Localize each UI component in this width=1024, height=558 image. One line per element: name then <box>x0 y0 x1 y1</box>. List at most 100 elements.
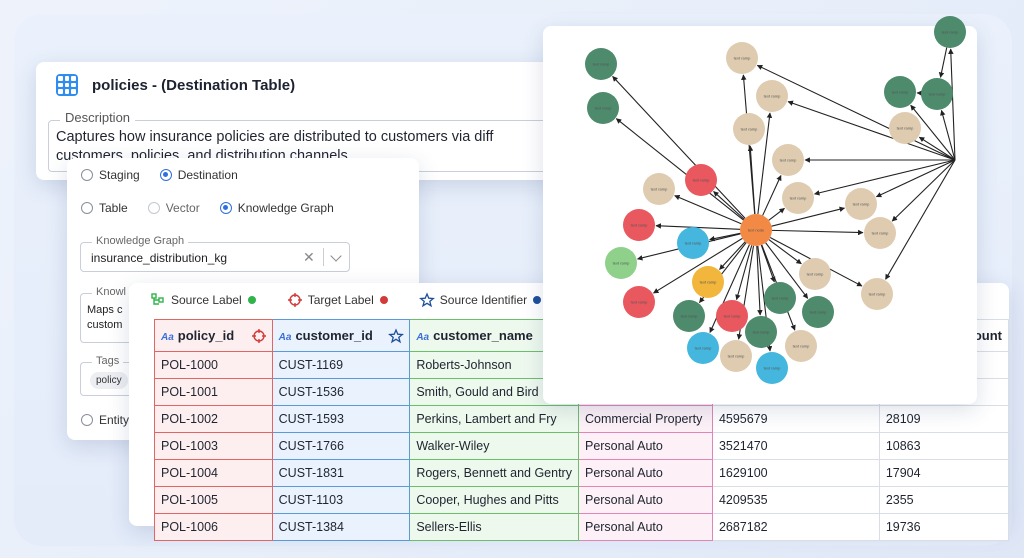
graph-node-circle <box>677 227 709 259</box>
graph-node[interactable]: text ramp <box>921 78 953 110</box>
graph-node[interactable]: text ramp <box>884 76 916 108</box>
graph-node-circle <box>785 330 817 362</box>
graph-node[interactable]: text ramp <box>623 286 655 318</box>
graph-node[interactable]: text ramp <box>756 352 788 384</box>
graph-node[interactable]: text ramp <box>643 173 675 205</box>
graph-node[interactable]: text ramp <box>726 42 758 74</box>
graph-node[interactable]: text ramp <box>687 332 719 364</box>
graph-edge <box>756 245 763 316</box>
radio-table[interactable]: Table <box>81 201 128 215</box>
radio-destination[interactable]: Destination <box>159 168 238 182</box>
value-cell[interactable]: 3521470 <box>711 432 880 460</box>
channel-cell[interactable]: Commercial Property <box>577 405 713 433</box>
legend-target-label[interactable]: Target Label <box>287 293 388 307</box>
graph-node[interactable]: text ramp <box>845 188 877 220</box>
graph-node[interactable]: text ramp <box>864 217 896 249</box>
policy-id-cell[interactable]: POL-1003 <box>154 432 273 460</box>
graph-node[interactable]: text ramp <box>785 330 817 362</box>
amount-cell[interactable]: 17904 <box>878 459 1010 487</box>
graph-node[interactable]: text ramp <box>772 144 804 176</box>
radio-vector[interactable]: Vector <box>147 201 200 215</box>
customer-id-cell[interactable]: CUST-1169 <box>271 351 411 379</box>
radio-icon <box>159 169 172 181</box>
amount-cell[interactable]: 10863 <box>878 432 1010 460</box>
knowledge-graph-select[interactable] <box>80 242 350 272</box>
graph-node[interactable]: text ramp <box>764 282 796 314</box>
radio-knowledge-graph[interactable]: Knowledge Graph <box>219 201 334 215</box>
policy-id-cell[interactable]: POL-1001 <box>154 378 273 406</box>
customer-name-cell[interactable]: Rogers, Bennett and Gentry <box>409 459 579 487</box>
policy-id-cell[interactable]: POL-1006 <box>154 513 273 541</box>
radio-label: Knowledge Graph <box>237 201 334 215</box>
graph-node[interactable]: text ramp <box>673 300 705 332</box>
channel-cell[interactable]: Personal Auto <box>577 432 713 460</box>
radio-staging[interactable]: Staging <box>81 168 140 182</box>
graph-node[interactable]: text ramp <box>756 80 788 112</box>
customer-id-cell[interactable]: CUST-1593 <box>271 405 411 433</box>
customer-name-cell[interactable]: Perkins, Lambert and Fry <box>409 405 579 433</box>
graph-node[interactable]: text ramp <box>716 300 748 332</box>
graph-node[interactable]: text ramp <box>799 258 831 290</box>
graph-node[interactable]: text ramp <box>685 164 717 196</box>
graph-node[interactable]: text ramp <box>605 247 637 279</box>
graph-node-label: text ramp <box>790 196 807 201</box>
amount-cell[interactable]: 2355 <box>878 486 1010 514</box>
customer-name-cell[interactable]: Cooper, Hughes and Pitts <box>409 486 579 514</box>
legend-source-identifier[interactable]: Source Identifier <box>418 292 542 308</box>
graph-node[interactable]: text ramp <box>745 316 777 348</box>
channel-cell[interactable]: Personal Auto <box>577 459 713 487</box>
graph-node-circle <box>864 217 896 249</box>
graph-node[interactable]: text ramp <box>889 112 921 144</box>
customer-id-cell[interactable]: CUST-1536 <box>271 378 411 406</box>
graph-node[interactable]: text ramp <box>623 209 655 241</box>
value-cell[interactable]: 4595679 <box>711 405 880 433</box>
graph-node[interactable]: text ramp <box>934 16 966 48</box>
customer-name-cell[interactable]: Walker-Wiley <box>409 432 579 460</box>
graph-node-label: text ramp <box>593 62 610 67</box>
policy-id-cell[interactable]: POL-1004 <box>154 459 273 487</box>
graph-node-circle <box>740 214 772 246</box>
amount-cell[interactable]: 19736 <box>878 513 1010 541</box>
customer-id-cell[interactable]: CUST-1103 <box>271 486 411 514</box>
customer-id-cell[interactable]: CUST-1384 <box>271 513 411 541</box>
graph-node[interactable]: text ramp <box>677 227 709 259</box>
legend-dot <box>533 296 542 304</box>
value-cell[interactable]: 2687182 <box>711 513 880 541</box>
graph-node[interactable]: text ramp <box>585 48 617 80</box>
value-cell[interactable]: 1629100 <box>711 459 880 487</box>
customer-name-cell[interactable]: Sellers-Ellis <box>409 513 579 541</box>
tag-chip[interactable]: policy <box>90 372 128 389</box>
knowledge-graph-label: Knowledge Graph <box>92 235 189 247</box>
graph-node[interactable]: text ramp <box>802 296 834 328</box>
legend-source-label[interactable]: Source Label <box>151 293 256 307</box>
graph-node[interactable]: text ramp <box>782 182 814 214</box>
policy-id-cell[interactable]: POL-1000 <box>154 351 273 379</box>
policy-id-cell[interactable]: POL-1002 <box>154 405 273 433</box>
channel-cell[interactable]: Personal Auto <box>577 486 713 514</box>
graph-center-node[interactable]: text node <box>740 214 772 246</box>
value-cell[interactable]: 4209535 <box>711 486 880 514</box>
graph-node-circle <box>802 296 834 328</box>
graph-node[interactable]: text ramp <box>720 340 752 372</box>
amount-cell[interactable]: 28109 <box>878 405 1010 433</box>
customer-id-cell[interactable]: CUST-1766 <box>271 432 411 460</box>
graph-node[interactable]: text ramp <box>861 278 893 310</box>
customer-id-cell[interactable]: CUST-1831 <box>271 459 411 487</box>
radio-icon <box>81 414 93 426</box>
graph-node[interactable]: text ramp <box>733 113 765 145</box>
policy-id-cell[interactable]: POL-1005 <box>154 486 273 514</box>
channel-cell[interactable]: Personal Auto <box>577 513 713 541</box>
radio-entity[interactable]: Entity <box>81 413 129 427</box>
graph-node[interactable]: text ramp <box>692 266 724 298</box>
clear-icon[interactable]: ✕ <box>303 249 315 265</box>
graph-node[interactable]: text ramp <box>587 92 619 124</box>
